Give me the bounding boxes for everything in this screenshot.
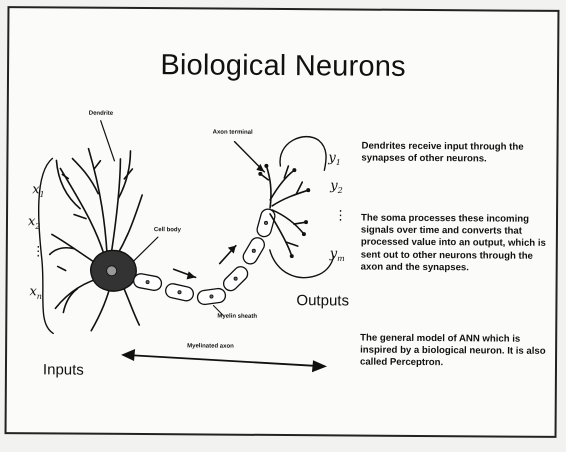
label-cell-body: Cell body <box>154 227 181 233</box>
input-x2: x2 <box>28 214 41 231</box>
output-bracket <box>280 136 326 170</box>
slide: Biological Neurons <box>5 6 560 438</box>
input-x1: x1 <box>32 182 45 199</box>
label-outputs: Outputs <box>296 292 349 309</box>
label-myelinated-axon: Myelinated axon <box>187 343 234 349</box>
description-soma: The soma processes these incoming signal… <box>361 213 551 275</box>
label-myelin-sheath: Myelin sheath <box>217 314 257 320</box>
myelin-segments <box>132 207 276 306</box>
label-inputs: Inputs <box>43 361 84 378</box>
output-y1: y1 <box>328 150 341 167</box>
nucleus <box>107 266 117 276</box>
output-dots: ⋮ <box>334 208 347 223</box>
neuron-diagram <box>7 8 362 410</box>
label-dendrite: Dendrite <box>89 111 113 117</box>
input-xn: xn <box>29 284 42 301</box>
output-y2: y2 <box>330 178 343 195</box>
label-axon-terminal: Axon terminal <box>213 130 253 136</box>
signal-flow-arrows <box>174 245 236 277</box>
output-ym: ym <box>330 246 345 263</box>
description-perceptron: The general model of ANN which is inspir… <box>360 333 550 371</box>
dendrite-branches <box>49 148 142 331</box>
myelinated-axon-arrow <box>125 355 323 366</box>
input-dots: ⋮ <box>32 244 45 259</box>
description-dendrites: Dendrites receive input through the syna… <box>361 141 551 167</box>
